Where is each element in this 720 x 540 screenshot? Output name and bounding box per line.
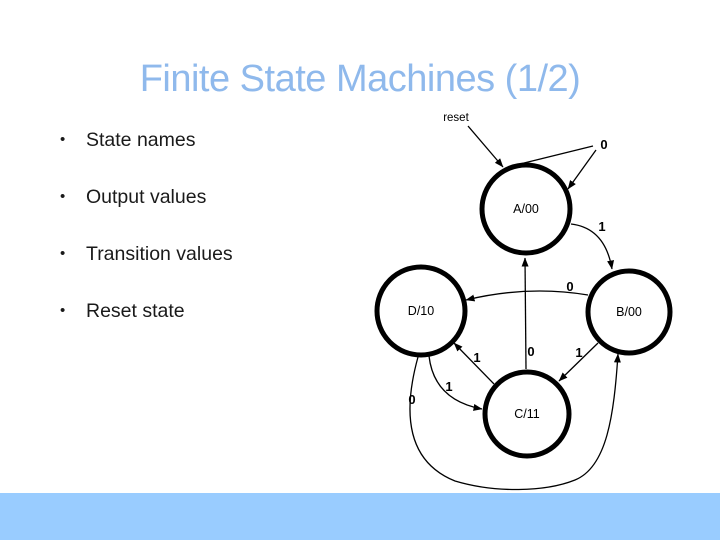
transition-C-to-A-arrow (521, 257, 529, 370)
state-B-label: B/00 (616, 305, 642, 319)
bullet-text: Output values (86, 186, 207, 208)
transition-A-to-B-label: 1 (598, 219, 605, 234)
bullet-item-transition-values: • Transition values (60, 242, 233, 266)
transition-D-to-C-arrow (428, 355, 483, 411)
transition-D-to-C-label: 1 (445, 379, 452, 394)
bullet-item-reset-state: • Reset state (60, 299, 233, 323)
transition-D-to-B-arrow (409, 353, 621, 491)
transition-C-to-D-arrow (453, 342, 495, 385)
state-D-node (374, 264, 468, 358)
state-A-node (479, 162, 573, 256)
transition-A-self-loop-label: 0 (600, 137, 607, 152)
bullet-item-output-values: • Output values (60, 185, 233, 209)
bullet-dot-icon: • (60, 245, 66, 262)
transition-A-to-B-arrow (570, 223, 615, 270)
transition-B-to-C-arrow (558, 342, 599, 382)
bullet-dot-icon: • (60, 302, 66, 319)
transition-B-to-D-label: 0 (566, 279, 573, 294)
footer-accent-bar (0, 493, 720, 540)
transition-A-self-loop-line (519, 145, 594, 165)
bullet-text: State names (86, 129, 196, 151)
state-C-node (482, 369, 572, 459)
bullet-text: Reset state (86, 300, 185, 322)
bullet-dot-icon: • (60, 188, 66, 205)
transition-B-to-C-label: 1 (575, 345, 582, 360)
transition-D-to-B-label: 0 (408, 392, 415, 407)
bullet-list: • State names • Output values • Transiti… (60, 128, 233, 356)
bullet-dot-icon: • (60, 131, 66, 148)
transition-B-to-D-arrow (465, 290, 589, 302)
transition-C-to-D-label: 1 (473, 350, 480, 365)
state-A-label: A/00 (513, 202, 539, 216)
state-D-label: D/10 (408, 304, 434, 318)
transition-A-self-loop-arrow (567, 149, 597, 190)
state-B-node (585, 268, 673, 356)
transition-reset-to-A-arrow (467, 125, 504, 168)
bullet-item-state-names: • State names (60, 128, 233, 152)
reset-arrow-label: reset (443, 112, 469, 124)
transition-C-to-A-label: 0 (527, 344, 534, 359)
slide-title: Finite State Machines (1/2) (139, 58, 581, 100)
state-C-label: C/11 (514, 407, 540, 421)
bullet-text: Transition values (86, 243, 233, 265)
